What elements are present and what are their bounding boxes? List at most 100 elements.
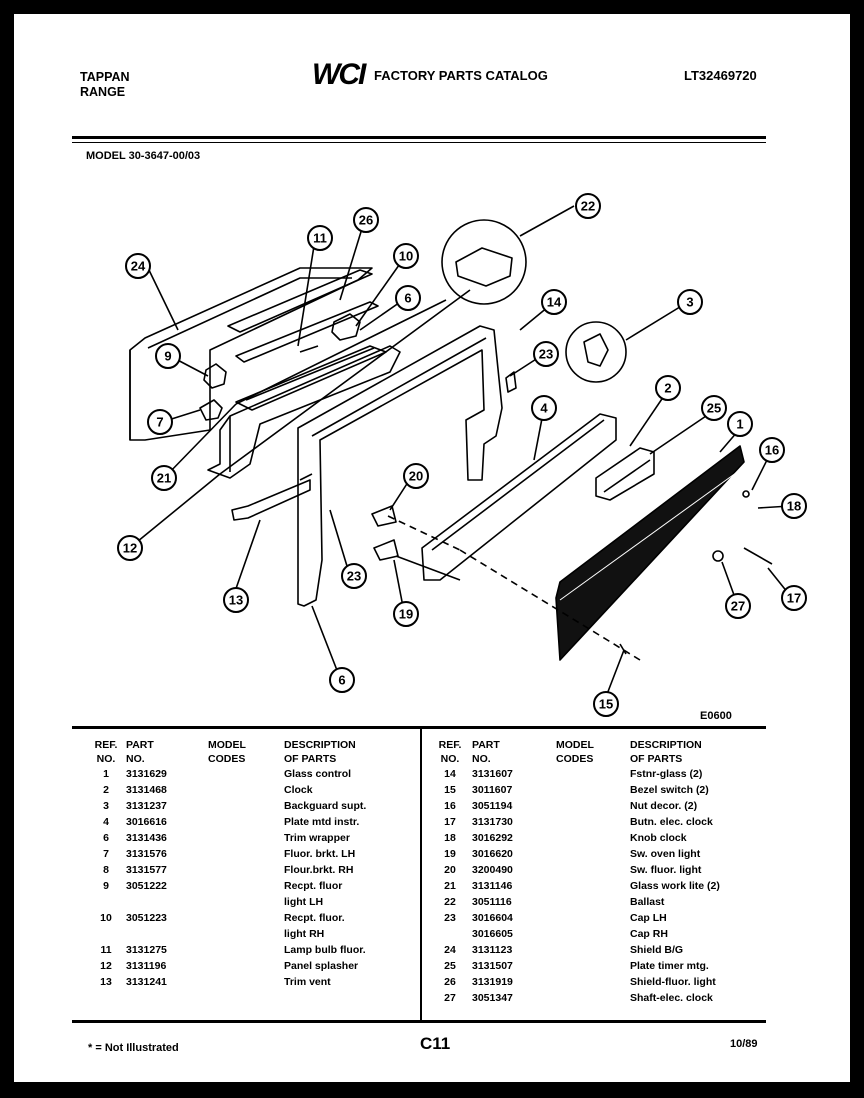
callout-20: 20 — [409, 469, 423, 484]
part-no: 3051347 — [472, 992, 513, 1004]
ref-no: 14 — [444, 768, 456, 780]
callout-23-top: 23 — [539, 347, 553, 362]
part-no: 3051222 — [126, 880, 167, 892]
ref-no: 15 — [444, 784, 456, 796]
part-description: Trim vent — [284, 976, 331, 988]
part-glass-control — [555, 445, 745, 661]
callout-7: 7 — [156, 415, 163, 430]
part-no — [126, 926, 208, 942]
model-codes — [556, 798, 630, 814]
ref-no: 19 — [444, 848, 456, 860]
part-no: 3131730 — [472, 816, 513, 828]
callout-16: 16 — [765, 443, 779, 458]
part-panel-splasher — [207, 345, 401, 479]
ref-no: 3 — [103, 800, 109, 812]
part-description: Lamp bulb fluor. — [284, 944, 366, 956]
table-divider — [420, 729, 422, 1020]
model-codes — [556, 782, 630, 798]
table-row: 15 3011607 Bezel switch (2) — [428, 782, 770, 798]
part-no: 3016605 — [472, 928, 513, 940]
callout-1: 1 — [736, 417, 743, 432]
model-codes — [556, 990, 630, 1006]
part-description: Nut decor. (2) — [630, 800, 698, 812]
callout-18: 18 — [787, 499, 801, 514]
callout-12: 12 — [123, 541, 137, 556]
model-codes — [556, 894, 630, 910]
part-description: Knob clock — [630, 832, 687, 844]
table-bottom-rule — [72, 1020, 766, 1023]
part-no: 3011607 — [472, 784, 513, 796]
callout-group — [117, 193, 807, 717]
ref-no: 7 — [103, 848, 109, 860]
part-no: 3131237 — [126, 800, 167, 812]
callout-4: 4 — [540, 401, 548, 416]
part-no: 3131146 — [472, 880, 513, 892]
part-description: Plate mtd instr. — [284, 816, 360, 828]
model-codes — [208, 910, 284, 926]
part-no: 3131507 — [472, 960, 513, 972]
part-back-shield — [129, 267, 373, 441]
callout-21: 21 — [157, 471, 171, 486]
part-description: Panel splasher — [284, 960, 359, 972]
part-description: Fluor. brkt. LH — [284, 848, 356, 860]
part-trim-wrapper — [297, 325, 503, 607]
part-description: Cap LH — [630, 912, 667, 924]
part-no: 3016292 — [472, 832, 513, 844]
exploded-parts-diagram: 1 2 3 4 6 6 7 9 10 11 12 13 14 15 16 17 … — [117, 193, 807, 717]
model-number: MODEL 30-3647-00/03 — [86, 150, 201, 162]
part-no: 3131468 — [126, 784, 167, 796]
ref-no: 26 — [444, 976, 456, 988]
part-no: 3131196 — [126, 960, 167, 972]
part-description: Bezel switch (2) — [630, 784, 709, 796]
catalog-page — [14, 14, 850, 1082]
model-codes — [556, 814, 630, 830]
ref-no: 18 — [444, 832, 456, 844]
ref-no: 21 — [444, 880, 456, 892]
part-description: Fstnr-glass (2) — [630, 768, 703, 780]
model-codes — [208, 974, 284, 990]
model-codes — [208, 782, 284, 798]
part-no: 3131576 — [126, 848, 167, 860]
figure-code: E0600 — [700, 710, 732, 722]
table-row: 7 3131576 Fluor. brkt. LH — [86, 846, 416, 862]
table-top-rule — [72, 726, 766, 729]
part-no — [126, 894, 208, 910]
part-description: Sw. oven light — [630, 848, 701, 860]
part-no: 3131275 — [126, 944, 167, 956]
part-no: 3016604 — [472, 912, 513, 924]
callout-22: 22 — [581, 199, 595, 214]
part-description: light LH — [284, 896, 324, 908]
ref-no: 13 — [100, 976, 112, 988]
page-code: C11 — [420, 1034, 451, 1053]
ref-no: 22 — [444, 896, 456, 908]
header-ref: REF.NO. — [94, 739, 118, 765]
callout-26: 26 — [359, 213, 373, 228]
part-description: Trim wrapper — [284, 832, 350, 844]
ref-no: 2 — [103, 784, 109, 796]
ref-no: 25 — [444, 960, 456, 972]
table-row: light RH — [86, 926, 416, 942]
ref-no: 10 — [100, 912, 112, 924]
part-no: 3131629 — [126, 768, 167, 780]
header-ref: REF.NO. — [438, 739, 462, 765]
part-no: 3016620 — [472, 848, 513, 860]
callout-15: 15 — [599, 697, 613, 712]
part-trim-vent — [231, 479, 311, 521]
model-codes — [556, 910, 630, 926]
